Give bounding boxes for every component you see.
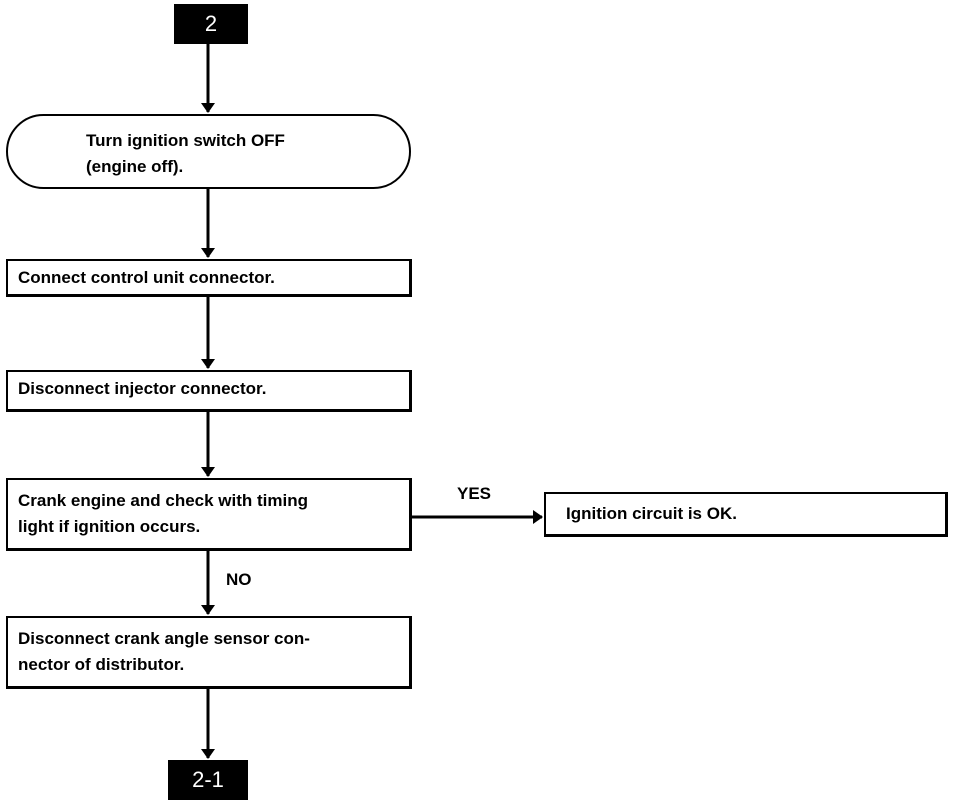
start-connector: 2	[174, 4, 248, 44]
branch-label-no: NO	[226, 570, 252, 589]
step-turn-ignition-off: Turn ignition switch OFF (engine off).	[6, 114, 411, 189]
branch-label-yes: YES	[457, 484, 492, 503]
step-disconnect-injector: Disconnect injector connector.	[6, 370, 412, 412]
step-disconnect-crank-sensor: Disconnect crank angle sensor con- necto…	[6, 616, 412, 689]
step-connect-control-unit: Connect control unit connector.	[6, 259, 412, 297]
step-ignition-ok: Ignition circuit is OK.	[544, 492, 948, 537]
step-crank-engine-check: Crank engine and check with timing light…	[6, 478, 412, 551]
end-connector: 2-1	[168, 760, 248, 800]
